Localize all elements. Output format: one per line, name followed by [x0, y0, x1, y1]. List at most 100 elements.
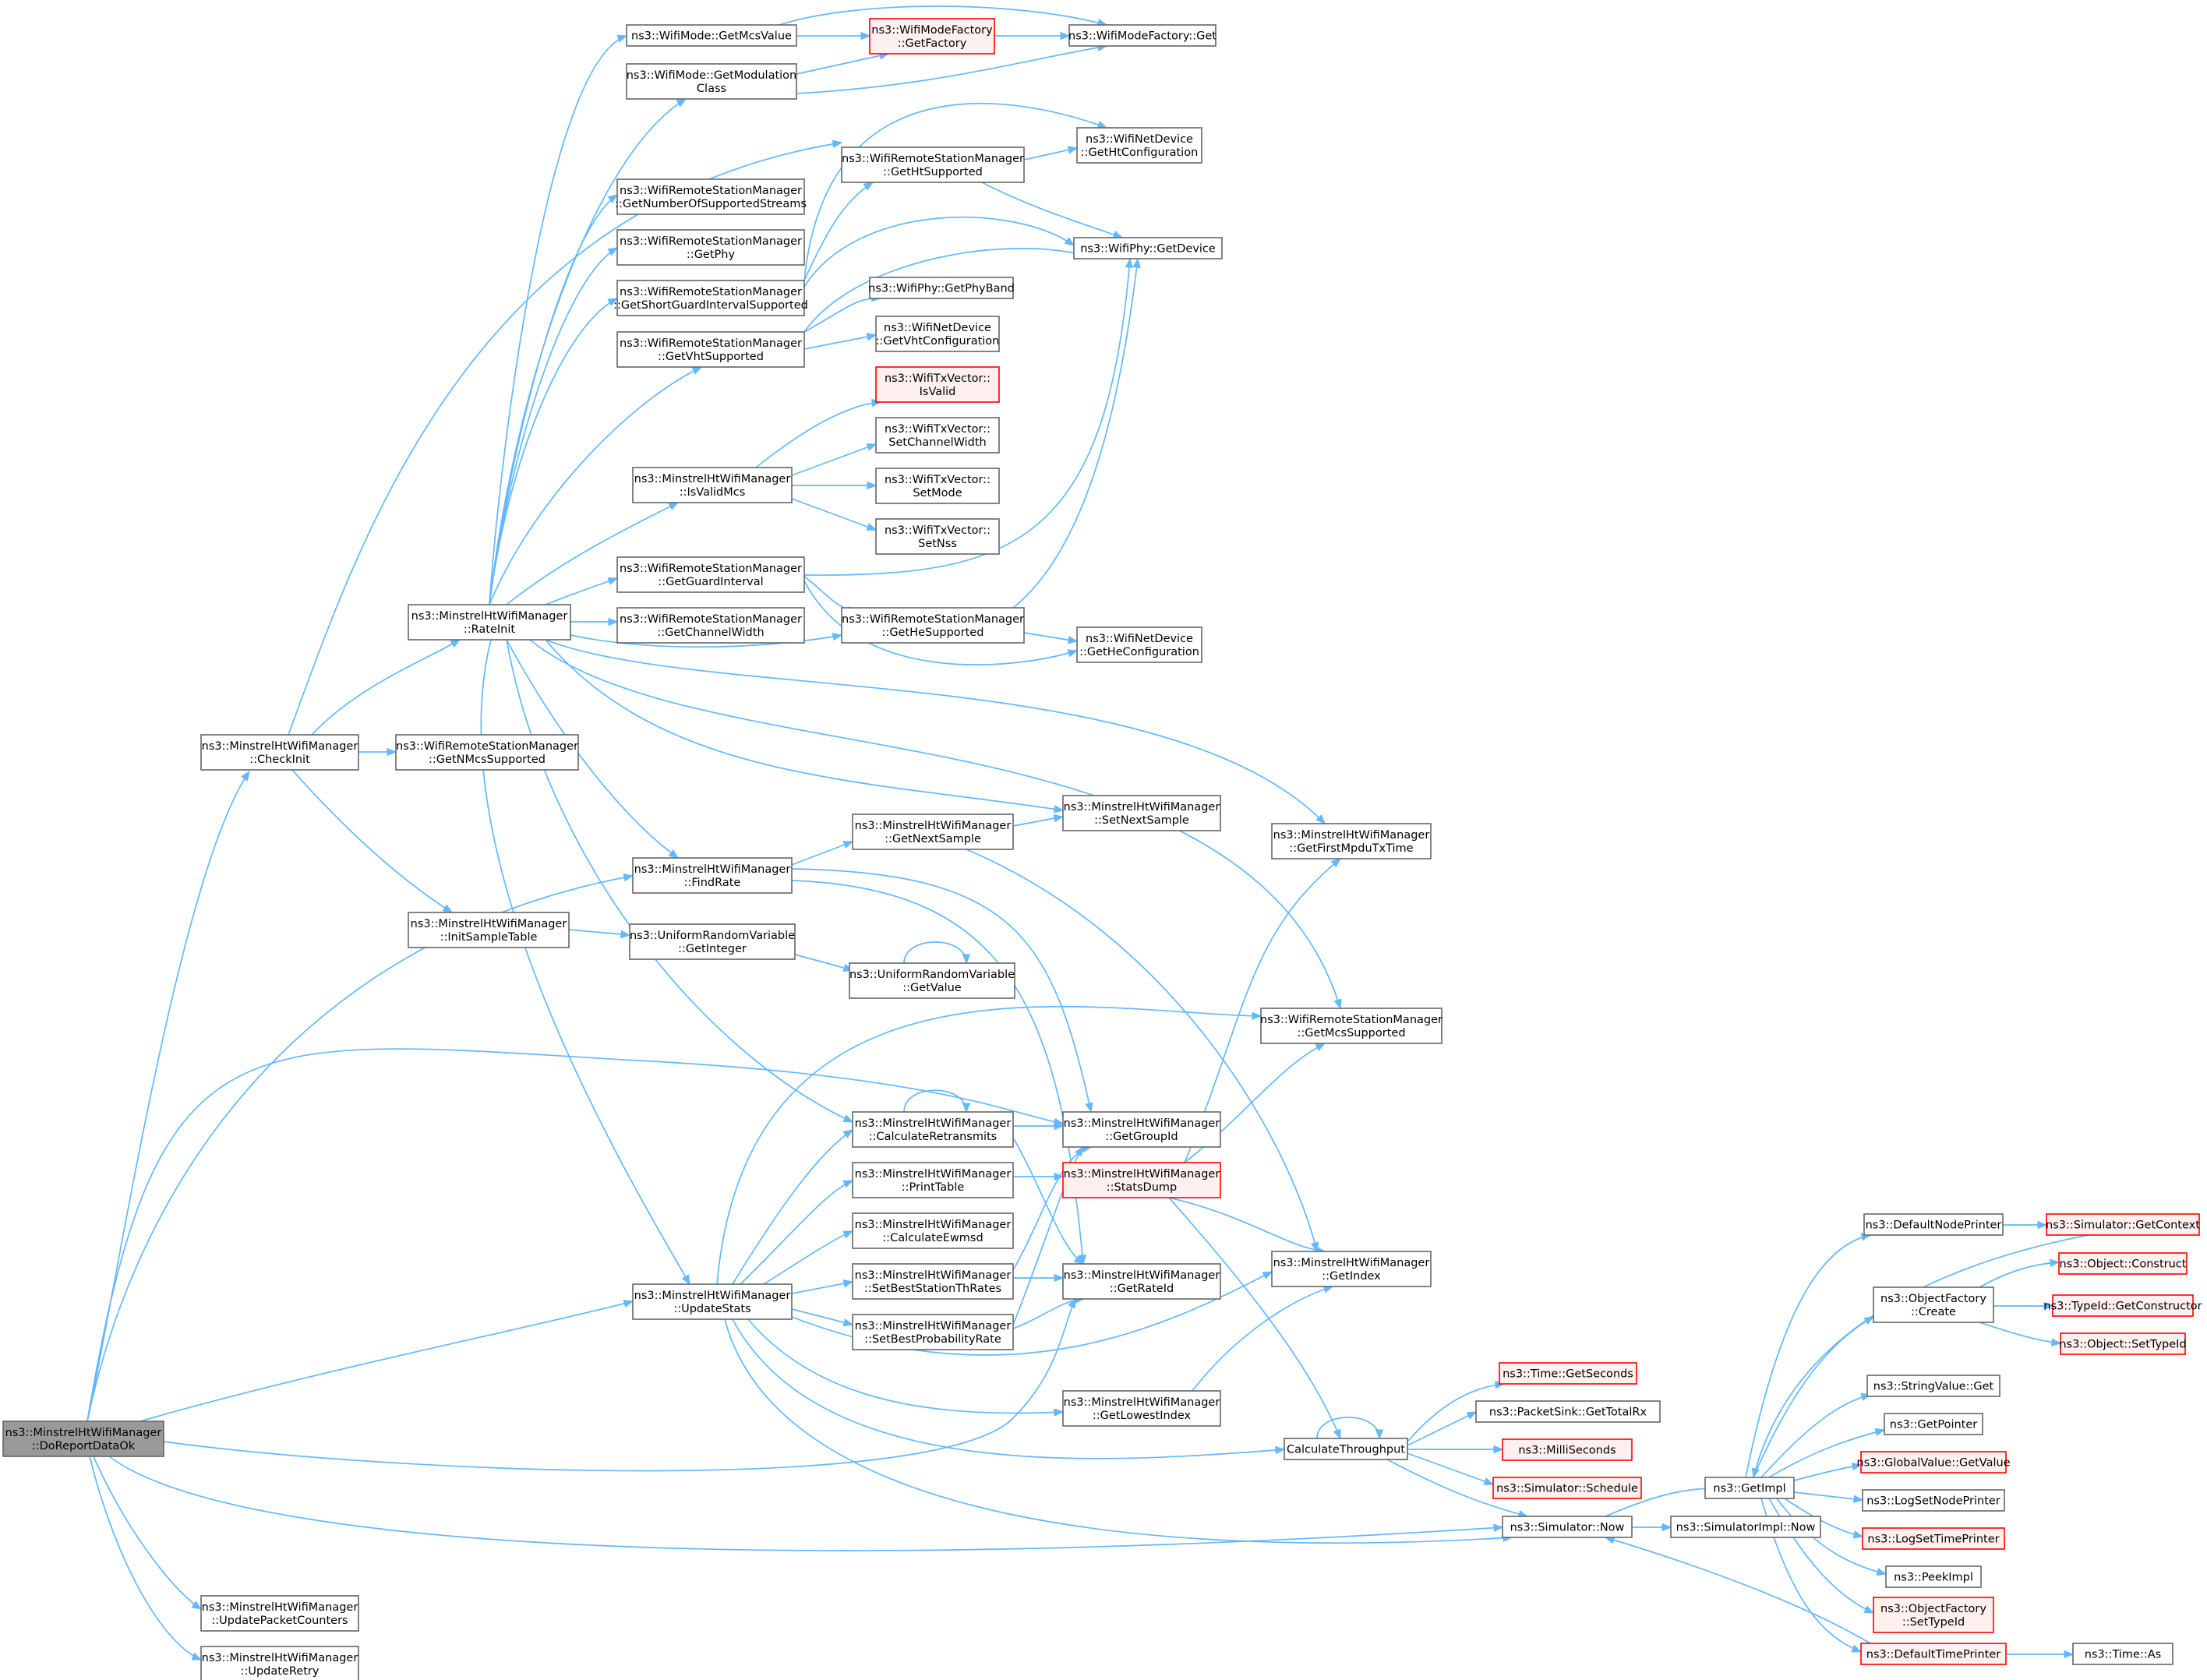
node-box[interactable] — [852, 1111, 1014, 1148]
graph-node-n51[interactable]: ns3::SimulatorImpl::Now — [1670, 1516, 1821, 1538]
node-box[interactable] — [616, 331, 805, 368]
node-box[interactable] — [1492, 1477, 1642, 1499]
node-box[interactable] — [1271, 823, 1432, 859]
node-box[interactable] — [1068, 24, 1216, 47]
node-box[interactable] — [1502, 1516, 1633, 1538]
node-box[interactable] — [1475, 1400, 1661, 1423]
graph-node-n34[interactable]: ns3::MinstrelHtWifiManager::CalculateRet… — [852, 1111, 1014, 1148]
graph-node-n47[interactable]: ns3::PacketSink::GetTotalRx — [1475, 1400, 1661, 1423]
graph-node-n40[interactable]: ns3::MinstrelHtWifiManager::GetRateId — [1062, 1263, 1221, 1300]
node-box[interactable] — [629, 923, 796, 960]
node-box[interactable] — [1062, 1162, 1221, 1198]
node-box[interactable] — [408, 912, 570, 948]
node-box[interactable] — [1873, 1597, 1994, 1633]
graph-node-n49[interactable]: ns3::Simulator::Schedule — [1492, 1477, 1642, 1499]
graph-node-n12[interactable]: ns3::WifiRemoteStationManager::GetPhy — [616, 229, 805, 266]
graph-node-n50[interactable]: ns3::Simulator::Now — [1502, 1516, 1633, 1538]
graph-node-n18[interactable]: ns3::WifiTxVector::IsValid — [875, 366, 1000, 403]
graph-node-n29[interactable]: ns3::MinstrelHtWifiManager::GetFirstMpdu… — [1271, 823, 1432, 859]
node-box[interactable] — [852, 1212, 1014, 1249]
graph-node-n62[interactable]: ns3::LogSetNodePrinter — [1862, 1489, 2005, 1512]
graph-node-n48[interactable]: ns3::MilliSeconds — [1502, 1438, 1633, 1461]
node-box[interactable] — [1866, 1375, 2000, 1397]
graph-node-n44[interactable]: ns3::MinstrelHtWifiManager::GetLowestInd… — [1062, 1390, 1221, 1427]
graph-node-n4[interactable]: ns3::MinstrelHtWifiManager::InitSampleTa… — [408, 912, 570, 948]
graph-node-n46[interactable]: ns3::Time::GetSeconds — [1499, 1362, 1637, 1385]
node-box[interactable] — [616, 178, 805, 215]
node-box[interactable] — [852, 814, 1014, 850]
graph-node-n61[interactable]: ns3::GlobalValue::GetValue — [1856, 1451, 2011, 1474]
node-box[interactable] — [1860, 1643, 2007, 1665]
graph-node-n9[interactable]: ns3::WifiRemoteStationManager::GetHtSupp… — [841, 146, 1025, 183]
graph-node-n5[interactable]: ns3::WifiMode::GetMcsValue — [626, 24, 797, 47]
graph-node-n52[interactable]: ns3::GetImpl — [1704, 1477, 1795, 1499]
graph-node-n60[interactable]: ns3::GetPointer — [1884, 1413, 1983, 1435]
graph-node-n6[interactable]: ns3::WifiModeFactory::GetFactory — [869, 18, 995, 55]
graph-node-n11[interactable]: ns3::WifiRemoteStationManager::GetNumber… — [615, 178, 807, 215]
node-box[interactable] — [1862, 1527, 2005, 1550]
node-box[interactable] — [841, 607, 1025, 644]
node-box[interactable] — [616, 280, 805, 316]
graph-node-n35[interactable]: ns3::MinstrelHtWifiManager::GetGroupId — [1062, 1111, 1221, 1148]
node-box[interactable] — [875, 366, 1000, 403]
node-box[interactable] — [632, 1283, 793, 1320]
node-box[interactable] — [1062, 1390, 1221, 1427]
graph-node-n56[interactable]: ns3::Object::Construct — [2058, 1252, 2188, 1275]
node-box[interactable] — [852, 1263, 1014, 1300]
graph-node-n25[interactable]: ns3::WifiRemoteStationManager::GetHeSupp… — [841, 607, 1025, 644]
node-box[interactable] — [2052, 1294, 2194, 1317]
graph-node-n3[interactable]: ns3::WifiRemoteStationManager::GetNMcsSu… — [395, 734, 579, 771]
graph-node-n28[interactable]: ns3::MinstrelHtWifiManager::SetNextSampl… — [1062, 795, 1221, 831]
graph-node-n43[interactable]: ns3::MinstrelHtWifiManager::SetBestProba… — [852, 1314, 1014, 1350]
node-box[interactable] — [200, 1646, 359, 1680]
node-box[interactable] — [849, 962, 1015, 999]
graph-node-n69[interactable]: ns3::MinstrelHtWifiManager::UpdateRetry — [200, 1646, 359, 1680]
graph-node-n1[interactable]: ns3::MinstrelHtWifiManager::CheckInit — [200, 734, 359, 771]
node-box[interactable] — [1884, 1413, 1983, 1435]
node-box[interactable] — [616, 556, 805, 593]
node-box[interactable] — [841, 146, 1025, 183]
node-box[interactable] — [1062, 1263, 1221, 1300]
graph-node-n30[interactable]: ns3::MinstrelHtWifiManager::FindRate — [632, 857, 793, 894]
graph-node-n63[interactable]: ns3::LogSetTimePrinter — [1862, 1527, 2005, 1550]
graph-node-n20[interactable]: ns3::MinstrelHtWifiManager::IsValidMcs — [632, 467, 793, 503]
node-box[interactable] — [2046, 1213, 2200, 1236]
node-box[interactable] — [1284, 1438, 1408, 1460]
node-box[interactable] — [1499, 1362, 1637, 1385]
graph-node-n42[interactable]: ns3::MinstrelHtWifiManager::UpdateStats — [632, 1283, 793, 1320]
graph-node-n23[interactable]: ns3::WifiRemoteStationManager::GetGuardI… — [616, 556, 805, 593]
graph-node-n66[interactable]: ns3::DefaultTimePrinter — [1860, 1643, 2007, 1665]
graph-node-n41[interactable]: ns3::MinstrelHtWifiManager::GetIndex — [1271, 1251, 1432, 1287]
graph-node-n15[interactable]: ns3::WifiPhy::GetPhyBand — [868, 277, 1015, 299]
node-box[interactable] — [869, 18, 995, 55]
graph-node-n10[interactable]: ns3::WifiNetDevice::GetHtConfiguration — [1076, 127, 1202, 164]
graph-node-n2[interactable]: ns3::MinstrelHtWifiManager::RateInit — [408, 604, 571, 641]
node-box[interactable] — [875, 518, 1000, 555]
node-box[interactable] — [1062, 795, 1221, 831]
node-box[interactable] — [2058, 1252, 2188, 1275]
graph-node-n65[interactable]: ns3::ObjectFactory::SetTypeId — [1873, 1597, 1994, 1633]
graph-node-n17[interactable]: ns3::WifiNetDevice::GetVhtConfiguration — [875, 316, 1000, 352]
graph-node-n31[interactable]: ns3::UniformRandomVariable::GetInteger — [629, 923, 796, 960]
graph-node-n68[interactable]: ns3::MinstrelHtWifiManager::UpdatePacket… — [200, 1595, 359, 1632]
graph-node-n67[interactable]: ns3::Time::As — [2072, 1643, 2173, 1665]
graph-node-n38[interactable]: ns3::MinstrelHtWifiManager::CalculateEwm… — [852, 1212, 1014, 1249]
node-box[interactable] — [1862, 1489, 2005, 1512]
graph-node-n45[interactable]: CalculateThroughput — [1284, 1438, 1408, 1460]
node-box[interactable] — [1860, 1451, 2007, 1474]
graph-node-n33[interactable]: ns3::WifiRemoteStationManager::GetMcsSup… — [1260, 1008, 1442, 1044]
node-box[interactable] — [869, 277, 1014, 299]
graph-node-n19[interactable]: ns3::WifiTxVector::SetChannelWidth — [875, 417, 1000, 454]
node-box[interactable] — [1271, 1251, 1432, 1287]
node-box[interactable] — [1062, 1111, 1221, 1148]
graph-node-n57[interactable]: ns3::TypeId::GetConstructor — [2043, 1294, 2202, 1317]
node-box[interactable] — [1502, 1438, 1633, 1461]
graph-node-n55[interactable]: ns3::ObjectFactory::Create — [1873, 1286, 1994, 1323]
graph-node-n24[interactable]: ns3::WifiRemoteStationManager::GetChanne… — [616, 607, 805, 644]
node-box[interactable] — [626, 63, 797, 100]
node-box[interactable] — [200, 1595, 359, 1632]
graph-node-n37[interactable]: ns3::MinstrelHtWifiManager::StatsDump — [1062, 1162, 1221, 1198]
node-box[interactable] — [1076, 127, 1202, 164]
graph-node-n27[interactable]: ns3::MinstrelHtWifiManager::GetNextSampl… — [852, 814, 1014, 850]
